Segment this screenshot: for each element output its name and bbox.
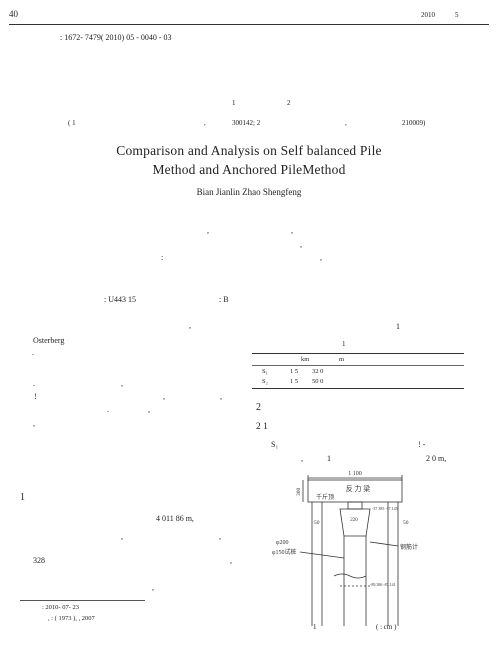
jack-label: 千斤顶	[316, 493, 334, 501]
affiliation-zip2: 210009)	[402, 119, 426, 127]
header-year: 2010	[421, 11, 435, 19]
dim-mid-label: 220	[350, 518, 358, 523]
section-2-text: ,	[301, 454, 303, 463]
table-cell: 50 0	[312, 378, 324, 385]
leader-line	[369, 541, 399, 547]
header-issue: 5	[455, 11, 459, 19]
body-mark: ,	[230, 556, 232, 565]
document-code: : B	[219, 295, 229, 304]
affiliation-open: ( 1	[68, 119, 76, 127]
body-mark: ,	[148, 405, 150, 414]
section-2-text: 2 0 m,	[426, 454, 447, 463]
table-header-m: m	[339, 356, 345, 363]
rebar-gauge-label: 钢筋计	[400, 543, 418, 551]
pile-test-figure: 1 100 反 力 梁 千斤顶 300 50 50 220 φ200 φ150试…	[272, 471, 418, 626]
section-2-1-heading: 2 1	[256, 422, 268, 432]
authors-en: Bian Jianlin Zhao Shengfeng	[196, 187, 302, 197]
figure-caption-number: 1	[313, 623, 317, 631]
body-mark: ,	[152, 583, 154, 592]
table-cell: 1 5	[290, 368, 299, 375]
abstract-mark-5: ,	[320, 253, 322, 262]
body-mark: .	[33, 379, 35, 388]
table-header-rule	[252, 365, 464, 366]
table-cell: 32 0	[312, 368, 324, 375]
body-mark: ,	[121, 532, 123, 541]
osterberg-name: Osterberg	[33, 336, 65, 345]
section-2-heading: 2	[256, 402, 261, 413]
right-ref-mark: 1	[396, 322, 400, 331]
table-title: 1	[342, 340, 346, 348]
table-cell: 1 5	[290, 378, 299, 385]
dim-left-label: 50	[314, 520, 320, 526]
abstract-mark-2: ,	[291, 226, 293, 235]
section-2-text: ! -	[418, 440, 426, 449]
body-mark: ,	[220, 392, 222, 401]
body-mark: ,	[219, 532, 221, 541]
elevation-bottom: -89.386 -87.141	[370, 582, 396, 587]
table-row-name: S₂	[262, 378, 268, 385]
test-pile-label: φ150试桩	[272, 548, 296, 556]
leader-line	[299, 551, 345, 559]
dim-top-label: 1 100	[348, 471, 362, 477]
abstract-mark-4: :	[161, 253, 164, 262]
table-top-rule	[252, 353, 464, 354]
soil-break-line	[333, 573, 367, 579]
affiliation-sep1: ,	[204, 119, 206, 127]
affiliation-sep2: ,	[345, 119, 347, 127]
body-mark: .	[107, 405, 109, 414]
section-2-text: 1	[327, 454, 331, 463]
article-id: : 1672- 7479( 2010) 05 - 0040 - 03	[60, 33, 172, 42]
body-mark: ,	[121, 379, 123, 388]
abstract-mark-1: ,	[207, 226, 209, 235]
body-mark: ,	[33, 419, 35, 428]
header-rule	[9, 24, 489, 25]
footnote-rule	[20, 600, 145, 601]
clc-number: : U443 15	[104, 295, 136, 304]
dim-right-label: 50	[403, 520, 409, 526]
body-mark: ,	[163, 392, 165, 401]
section-2-text: S₁	[271, 440, 279, 449]
author-mark-2: 2	[287, 99, 291, 107]
table-header-km: km	[301, 356, 310, 363]
footnote-author: , : ( 1973 ), , 2007	[48, 615, 95, 622]
affiliation-zip1: 300142; 2	[232, 119, 261, 127]
pile-depth: 4 011 86 m,	[156, 514, 194, 523]
phi-pile-label: φ200	[276, 540, 288, 546]
table-bottom-rule	[252, 388, 464, 389]
jack	[347, 501, 363, 510]
body-mark: ,	[189, 321, 191, 330]
abstract-mark-3: ,	[300, 240, 302, 249]
elevation-top: -37.385 -37.145	[372, 506, 398, 511]
body-mark: .	[32, 348, 34, 357]
table-row-name: S₁	[262, 368, 268, 375]
title-en-line1: Comparison and Analysis on Self balanced…	[116, 143, 382, 158]
page-number: 40	[9, 9, 18, 19]
title-en-line2: Method and Anchored PileMethod	[152, 162, 346, 177]
author-mark-1: 1	[232, 99, 236, 107]
section-1-heading: 1	[20, 492, 25, 503]
footnote-received: : 2010- 07- 23	[42, 604, 80, 611]
beam-label: 反 力 梁	[346, 484, 371, 493]
figure-caption-unit: ( : cm )	[376, 623, 397, 631]
body-mark: !	[34, 392, 37, 401]
dim-side-label: 300	[296, 488, 302, 497]
number-328: 328	[33, 556, 45, 565]
